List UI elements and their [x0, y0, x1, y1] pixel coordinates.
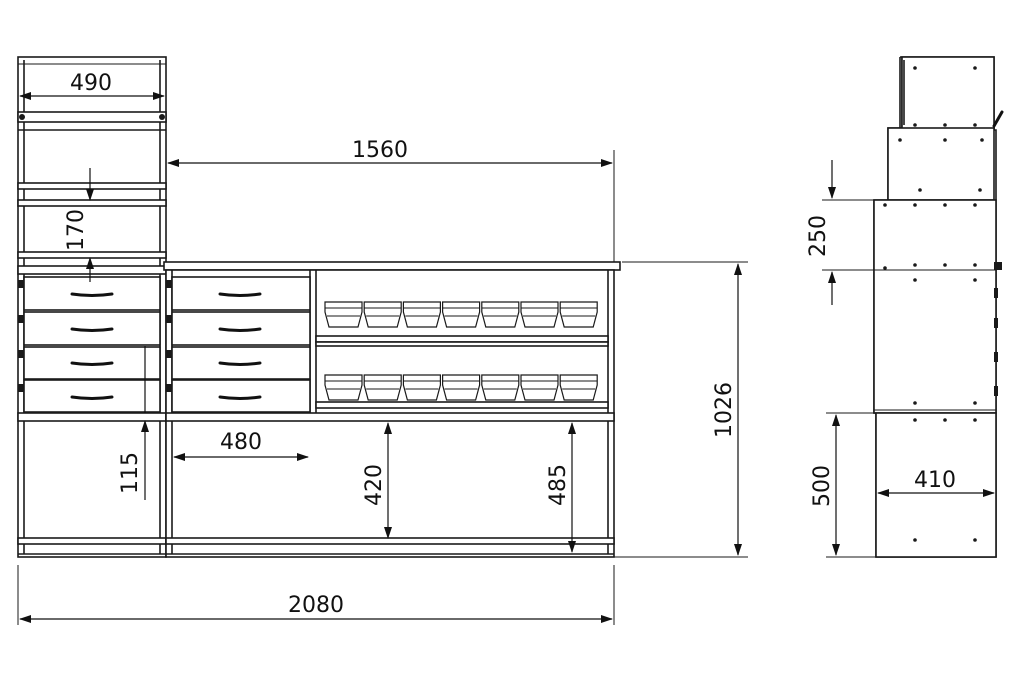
dim-upper-shelf-gap: 170: [64, 209, 89, 251]
bin[interactable]: [324, 301, 363, 328]
hinge-icon: [18, 280, 24, 392]
dim-total-length: 2080: [288, 593, 344, 618]
bin[interactable]: [559, 374, 598, 401]
bin[interactable]: [363, 301, 402, 328]
dim-side-base-height: 500: [810, 465, 835, 507]
drawer[interactable]: [23, 276, 161, 311]
drawer-handle-icon: [218, 327, 262, 332]
drawer[interactable]: [171, 379, 311, 413]
dim-drawer-width: 480: [220, 430, 262, 455]
bin[interactable]: [520, 374, 559, 401]
assembly-holes: [883, 66, 984, 542]
drawer-handle-icon: [70, 395, 114, 400]
drawer[interactable]: [23, 311, 161, 346]
drawer-handle-icon: [70, 327, 114, 332]
storage-bins: [324, 301, 598, 401]
bin[interactable]: [402, 301, 441, 328]
drawer[interactable]: [171, 276, 311, 311]
dim-drawer-height: 115: [118, 452, 143, 494]
bin[interactable]: [520, 301, 559, 328]
dim-side-depth: 410: [914, 468, 956, 493]
dim-base-shelf-height: 420: [362, 464, 387, 506]
handle-icon: [992, 110, 1004, 128]
drawer-handle-icon: [70, 361, 114, 366]
drawer-handle-icon: [218, 292, 262, 297]
bin[interactable]: [481, 301, 520, 328]
bin[interactable]: [324, 374, 363, 401]
bin[interactable]: [363, 374, 402, 401]
bin[interactable]: [442, 301, 481, 328]
dim-bin-section-clearance: 485: [546, 464, 571, 506]
dimension-labels: 490 1560 170 115 480 420 485 1026 2080 2…: [64, 71, 956, 618]
dim-total-height: 1026: [712, 382, 737, 438]
drawer-handle-icon: [218, 395, 262, 400]
dim-side-step-height: 250: [806, 215, 831, 257]
bin[interactable]: [442, 374, 481, 401]
side-hardware: [994, 262, 1002, 396]
bin[interactable]: [402, 374, 441, 401]
dim-counter-length: 1560: [352, 138, 408, 163]
hinge-icon: [166, 280, 172, 392]
bin[interactable]: [559, 301, 598, 328]
countertop: [163, 261, 621, 271]
drawer[interactable]: [23, 379, 161, 413]
drawer[interactable]: [171, 311, 311, 346]
side-view: [873, 56, 1004, 558]
front-view: [17, 56, 621, 558]
drawer-handle-icon: [70, 292, 114, 297]
center-drawers: [166, 276, 311, 413]
bin[interactable]: [481, 374, 520, 401]
dimension-lines: [17, 92, 995, 625]
tower-drawers: [18, 276, 161, 413]
dim-tower-width: 490: [70, 71, 112, 96]
drawer-handle-icon: [218, 361, 262, 366]
